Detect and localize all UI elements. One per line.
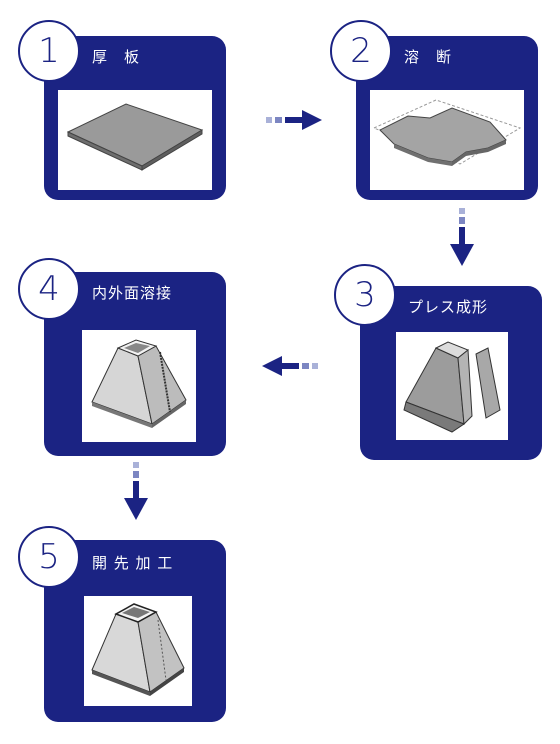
arrow-down-1 <box>450 208 474 266</box>
step-2-label: 溶 断 <box>404 48 453 66</box>
arrow-left-1 <box>262 356 318 376</box>
step-4-number: 4 <box>18 258 80 320</box>
step-4-label: 内外面溶接 <box>92 284 173 302</box>
thick-plate-image <box>66 103 204 171</box>
step-2-number: 2 <box>330 20 392 82</box>
step-2-image <box>370 90 524 190</box>
step-3-image <box>396 332 508 440</box>
welded-frustum-image <box>91 339 187 428</box>
step-1-label: 厚 板 <box>92 48 141 66</box>
arrow-down-2 <box>124 462 148 520</box>
step-3-number: 3 <box>334 264 396 326</box>
step-1-number: 1 <box>18 20 80 82</box>
cut-plate-image <box>372 99 522 166</box>
step-1-image <box>58 90 212 190</box>
arrow-right-1 <box>266 110 322 130</box>
bevelled-frustum-image <box>91 603 185 696</box>
step-3-label: プレス成形 <box>408 298 489 316</box>
step-5-label: 開 先 加 工 <box>92 554 174 572</box>
pressed-form-image <box>403 341 501 433</box>
step-5-image <box>84 596 192 706</box>
step-5-number: 5 <box>18 526 80 588</box>
step-4-image <box>82 330 196 442</box>
